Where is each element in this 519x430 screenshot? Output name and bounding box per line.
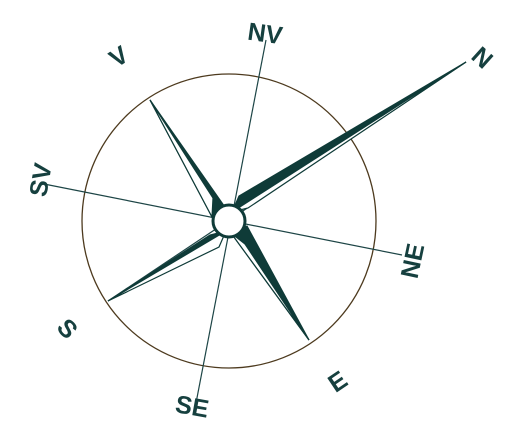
label-s: S (51, 313, 83, 344)
direction-labels: N NE E SE S SV V NV (24, 18, 498, 424)
compass-needles (108, 62, 466, 340)
label-ne: NE (396, 241, 431, 281)
needle-s-light (108, 231, 226, 301)
needle-v-light (150, 100, 213, 217)
label-sv: SV (24, 161, 57, 199)
direction-lines (44, 40, 466, 403)
label-se: SE (173, 390, 211, 423)
label-e: E (323, 366, 352, 399)
needle-e-light (231, 233, 309, 340)
label-v: V (104, 41, 134, 74)
compass-center (213, 205, 245, 237)
label-nv: NV (246, 18, 285, 51)
needle-n-light (232, 62, 466, 212)
label-n: N (466, 42, 498, 75)
